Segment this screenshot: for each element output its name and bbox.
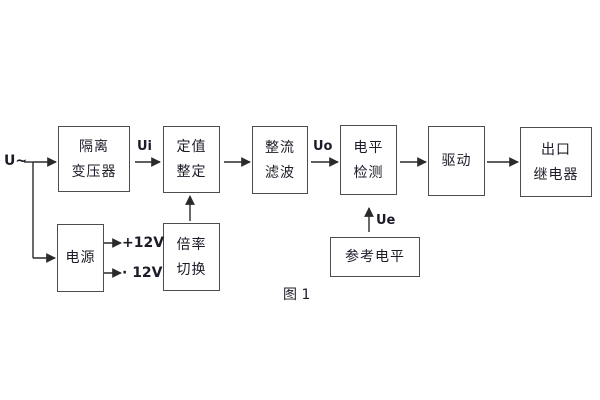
signal-label-ui: Ui — [137, 139, 153, 154]
block-label: 整流 — [265, 139, 295, 156]
block-label: 隔离 — [79, 138, 109, 155]
block-label: 倍率 — [176, 236, 207, 253]
block-label: 继电器 — [533, 166, 579, 183]
block-ratio-switch: 倍率 切换 — [163, 223, 220, 291]
block-label: 变压器 — [71, 163, 117, 180]
block-drive: 驱动 — [428, 126, 485, 196]
signal-label-uo: Uo — [313, 139, 333, 154]
signal-label-ue: Ue — [376, 213, 396, 228]
block-label: 电源 — [65, 250, 96, 266]
input-voltage-label: U~ — [4, 153, 28, 169]
block-label: 检测 — [353, 164, 384, 181]
block-label: 整定 — [176, 164, 207, 180]
rail-label-minus12v: · 12V — [122, 265, 163, 281]
block-label: 切换 — [176, 261, 207, 278]
block-level-detection: 电平 检测 — [340, 125, 397, 195]
block-output-relay: 出口 继电器 — [520, 127, 592, 197]
block-label: 出口 — [541, 141, 571, 158]
rail-label-plus12v: +12V — [122, 235, 165, 251]
block-rectifier-filter: 整流 滤波 — [252, 126, 308, 194]
block-label: 驱动 — [441, 153, 472, 169]
block-setpoint-setting: 定值 整定 — [163, 126, 220, 193]
block-power-supply: 电源 — [57, 224, 104, 292]
block-label: 电平 — [353, 139, 384, 156]
figure-caption: 图 1 — [283, 287, 311, 303]
block-label: 滤波 — [265, 164, 295, 181]
block-reference-level: 参考电平 — [330, 237, 420, 277]
block-label: 定值 — [176, 139, 207, 155]
block-label: 参考电平 — [345, 249, 405, 265]
block-isolation-transformer: 隔离 变压器 — [58, 126, 130, 192]
